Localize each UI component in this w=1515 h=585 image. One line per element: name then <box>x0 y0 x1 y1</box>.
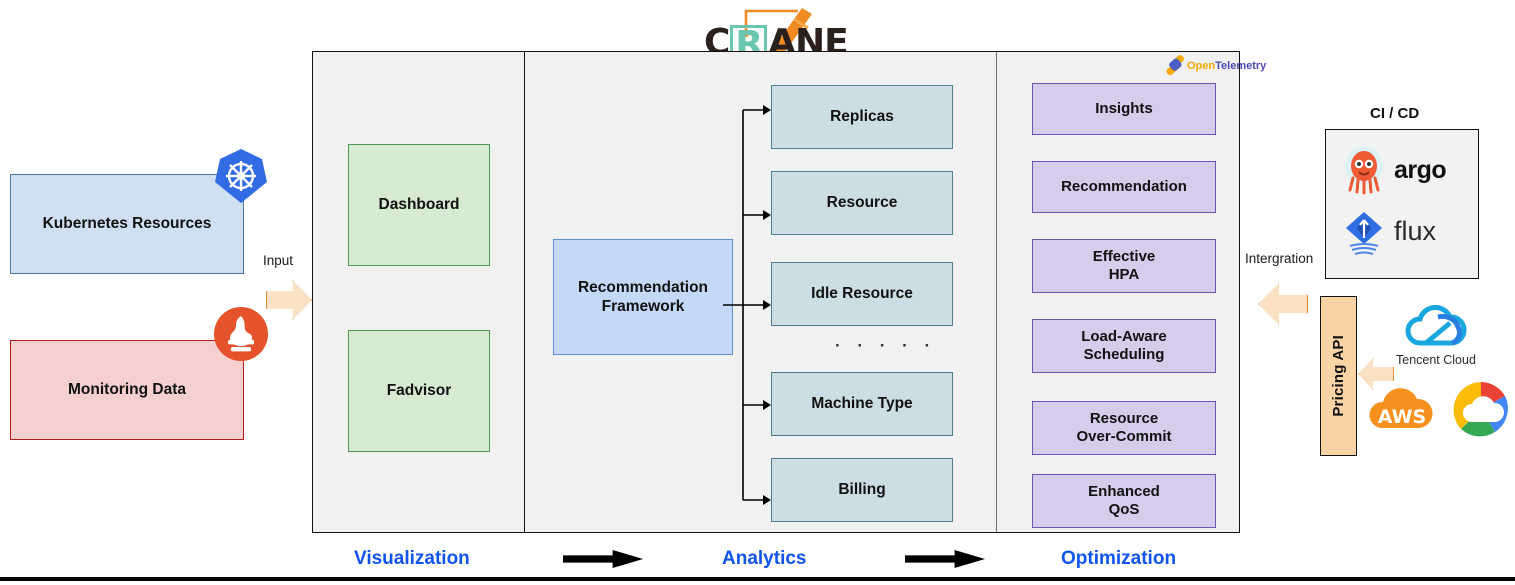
panel-divider-1 <box>524 52 525 532</box>
output-box-idle-resource[interactable]: Idle Resource <box>771 262 953 326</box>
fadvisor-box[interactable]: Fadvisor <box>348 330 490 452</box>
tencent-cloud-icon <box>1405 305 1467 346</box>
otel-text-open: Open <box>1187 60 1216 72</box>
stage-arrow-1-icon <box>563 550 643 568</box>
recommendation-framework-box[interactable]: Recommendation Framework <box>553 239 733 355</box>
argo-logo[interactable]: argo <box>1340 144 1447 201</box>
cicd-label: CI / CD <box>1370 105 1420 122</box>
monitoring-data-box[interactable]: Monitoring Data <box>10 340 244 440</box>
opt-box-effective-hpa[interactable]: Effective HPA <box>1032 239 1216 293</box>
google-cloud-icon <box>1453 382 1508 437</box>
argo-icon <box>1345 147 1383 195</box>
load-aware-line2: Scheduling <box>1083 346 1165 363</box>
opt-recommendation-label: Recommendation <box>1061 178 1187 195</box>
google-cloud-logo[interactable] <box>1447 380 1515 443</box>
kubernetes-resources-label: Kubernetes Resources <box>42 215 212 232</box>
flux-label: flux <box>1394 216 1437 246</box>
over-commit-line2: Over-Commit <box>1076 428 1172 445</box>
pipeline-panels: Dashboard Fadvisor Recommendation Framew… <box>312 51 1240 533</box>
integration-label: Intergration <box>1245 251 1314 266</box>
framework-label-line2: Framework <box>601 298 685 315</box>
monitoring-data-label: Monitoring Data <box>68 381 186 398</box>
aws-icon: AWS <box>1369 388 1433 428</box>
tencent-cloud-label: Tencent Cloud <box>1396 353 1476 367</box>
stage-label-visualization: Visualization <box>354 548 470 569</box>
prometheus-icon <box>213 306 269 362</box>
effective-hpa-line1: Effective <box>1092 248 1156 265</box>
integration-arrow-icon <box>1258 283 1308 325</box>
flux-icon <box>1346 212 1382 255</box>
billing-label: Billing <box>838 481 886 498</box>
svg-text:AWS: AWS <box>1378 406 1427 428</box>
framework-label-line1: Recommendation <box>577 278 709 296</box>
effective-hpa-line2: HPA <box>1108 266 1140 283</box>
resource-label: Resource <box>826 194 898 211</box>
input-label: Input <box>263 253 294 268</box>
otel-text-telemetry: Telemetry <box>1215 60 1267 72</box>
opt-box-load-aware-scheduling[interactable]: Load-Aware Scheduling <box>1032 319 1216 373</box>
input-arrow-icon <box>266 280 312 320</box>
flux-logo[interactable]: flux <box>1340 208 1436 263</box>
dashboard-box[interactable]: Dashboard <box>348 144 490 266</box>
stage-arrow-2-icon <box>905 550 985 568</box>
bottom-divider <box>0 577 1515 581</box>
opt-box-resource-over-commit[interactable]: Resource Over-Commit <box>1032 401 1216 455</box>
aws-logo[interactable]: AWS <box>1366 382 1438 439</box>
tencent-cloud-logo[interactable] <box>1400 305 1478 358</box>
idle-resource-label: Idle Resource <box>811 285 913 302</box>
stage-label-analytics: Analytics <box>722 548 807 569</box>
fadvisor-label: Fadvisor <box>386 382 452 399</box>
opentelemetry-logo: OpenTelemetry <box>1163 55 1266 81</box>
output-ellipsis: · · · · · <box>835 336 937 355</box>
output-box-machine-type[interactable]: Machine Type <box>771 372 953 436</box>
argo-label: argo <box>1394 156 1447 184</box>
enhanced-qos-line1: Enhanced <box>1088 483 1160 500</box>
panel-divider-2 <box>996 52 997 532</box>
opt-box-enhanced-qos[interactable]: Enhanced QoS <box>1032 474 1216 528</box>
cicd-tools-box: argo flux <box>1325 129 1479 279</box>
insights-label: Insights <box>1095 100 1153 117</box>
output-box-resource[interactable]: Resource <box>771 171 953 235</box>
machine-type-label: Machine Type <box>811 395 913 412</box>
stage-label-optimization: Optimization <box>1061 548 1177 569</box>
output-box-replicas[interactable]: Replicas <box>771 85 953 149</box>
output-box-billing[interactable]: Billing <box>771 458 953 522</box>
over-commit-line1: Resource <box>1089 410 1159 427</box>
kubernetes-icon <box>211 146 271 206</box>
pricing-api-label: Pricing API <box>1330 335 1347 417</box>
dashboard-label: Dashboard <box>378 196 460 213</box>
kubernetes-resources-box[interactable]: Kubernetes Resources <box>10 174 244 274</box>
pricing-api-box[interactable]: Pricing API <box>1320 296 1357 456</box>
load-aware-line1: Load-Aware <box>1081 328 1167 345</box>
enhanced-qos-line2: QoS <box>1108 501 1140 518</box>
replicas-label: Replicas <box>830 108 894 125</box>
opt-box-recommendation[interactable]: Recommendation <box>1032 161 1216 213</box>
opt-box-insights[interactable]: Insights <box>1032 83 1216 135</box>
